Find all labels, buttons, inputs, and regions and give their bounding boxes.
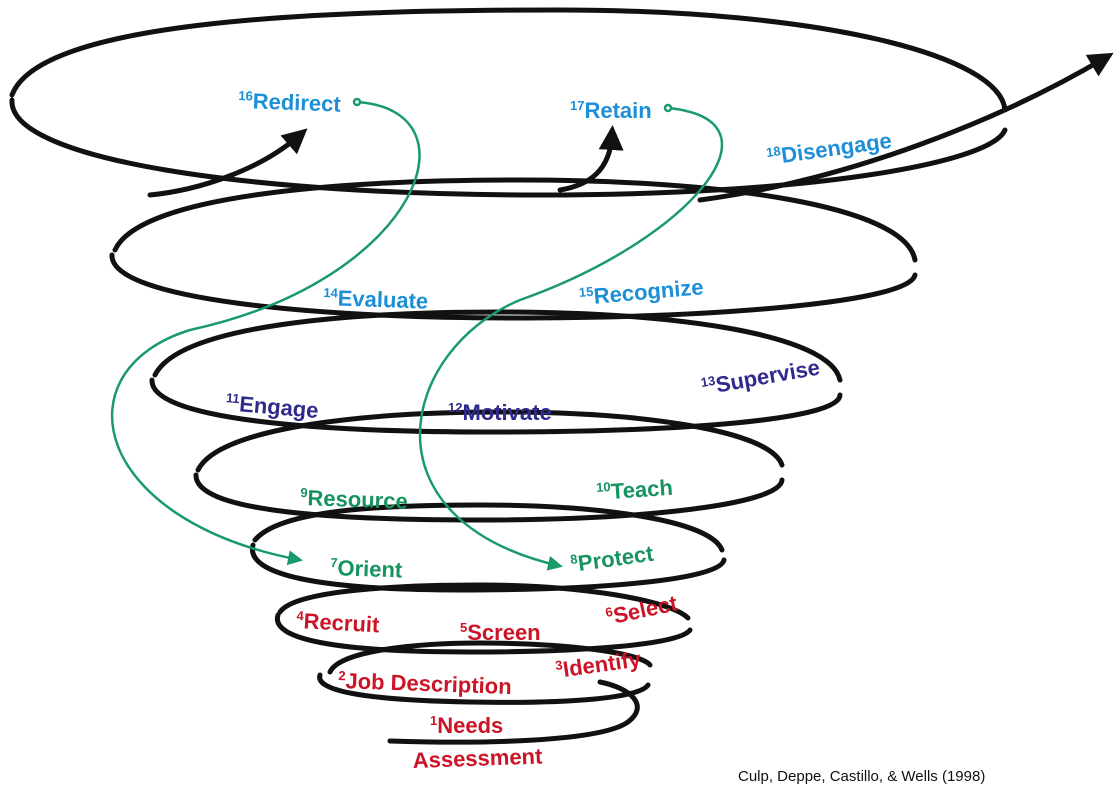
stage-10-number: 10 <box>596 479 611 495</box>
redirect-to-orient-connector <box>110 100 421 566</box>
stage-16-label: 16Redirect <box>238 88 342 117</box>
stage-17-number: 17 <box>570 98 584 113</box>
stage-11-number: 11 <box>225 390 240 406</box>
stage-4-label: 4Recruit <box>296 608 381 637</box>
retain-to-protect-connector <box>418 106 724 571</box>
stage-18-number: 18 <box>765 143 781 160</box>
spiral-ring-3-front <box>249 542 727 593</box>
stage-8-name: Protect <box>576 541 655 576</box>
stage-16-number: 16 <box>238 88 253 103</box>
stage-2-label: 2Job Description <box>338 668 512 699</box>
stage-18-label: 18Disengage <box>765 128 893 170</box>
stage-8-number: 8 <box>569 551 578 567</box>
spiral-ring-1-front <box>317 672 651 705</box>
redirect-connector-dot <box>352 97 362 107</box>
retain-return-arrow <box>557 125 624 193</box>
spiral-ring-6-back <box>112 177 918 263</box>
stage-9-label: 9Resource <box>300 485 408 514</box>
stage-1-label: 1Needs <box>430 713 503 738</box>
spiral-ring-2-front <box>274 612 693 655</box>
stage-4-number: 4 <box>296 608 305 623</box>
retain-connector-dot <box>663 103 673 113</box>
citation: Culp, Deppe, Castillo, & Wells (1998) <box>738 768 986 785</box>
spiral-ring-5-front <box>149 377 843 435</box>
stage-10-name: Teach <box>610 475 674 504</box>
stage-14-name: Evaluate <box>337 286 428 314</box>
spiral-ring-7-back <box>9 7 1008 113</box>
stage-13-label: 13Supervise <box>700 355 822 400</box>
spiral-ring-6-front <box>109 252 918 321</box>
stage-4-name: Recruit <box>303 608 381 637</box>
spiral-ring-4-front <box>193 472 785 523</box>
stage-1-number: 1 <box>430 713 437 728</box>
stage-7-number: 7 <box>330 555 338 570</box>
stage-9-number: 9 <box>300 485 308 500</box>
stage-15-label: 15Recognize <box>578 274 704 310</box>
stage-17-name: Retain <box>584 98 651 123</box>
stage-12-name: Motivate <box>462 400 551 425</box>
stage-17-label: 17Retain <box>570 98 652 123</box>
stage-1-name-line2: Assessment <box>412 743 543 773</box>
stage-8-label: 8Protect <box>569 541 655 577</box>
stage-2-number: 2 <box>338 668 346 683</box>
stage-2-name: Job Description <box>345 668 512 699</box>
stage-10-label: 10Teach <box>596 475 674 505</box>
spiral-ring-4-back <box>195 409 785 473</box>
stage-9-name: Resource <box>307 485 408 513</box>
stage-3-number: 3 <box>554 657 563 673</box>
stage-14-label: 14Evaluate <box>323 285 429 314</box>
spiral-ring-1-back <box>327 640 653 675</box>
stage-6-number: 6 <box>604 604 614 620</box>
stage-12-label: 12Motivate <box>448 400 552 425</box>
stage-16-name: Redirect <box>252 89 342 117</box>
stage-5-label: 5Screen <box>460 620 541 645</box>
stage-13-number: 13 <box>700 373 717 390</box>
stage-15-number: 15 <box>578 284 594 300</box>
stage-5-number: 5 <box>460 620 467 635</box>
stage-12-number: 12 <box>448 400 462 415</box>
spiral <box>9 7 1114 745</box>
stage-13-name: Supervise <box>714 355 822 398</box>
stage-5-name: Screen <box>467 620 540 645</box>
redirect-return-arrow <box>147 128 308 198</box>
stage-7-name: Orient <box>337 555 403 582</box>
spiral-ring-7-front <box>9 97 1008 198</box>
spiral-ring-3-back <box>252 502 725 553</box>
stage-14-number: 14 <box>323 285 339 301</box>
spiral-exit-arrow <box>697 52 1114 203</box>
stage-15-name: Recognize <box>593 274 705 308</box>
spiral-ring-5-back <box>152 309 843 383</box>
stage-1-name: Needs <box>437 713 503 738</box>
feedback-connectors <box>110 97 724 571</box>
stage-7-label: 7Orient <box>330 555 404 583</box>
spiral-ring-2-back <box>277 582 691 621</box>
